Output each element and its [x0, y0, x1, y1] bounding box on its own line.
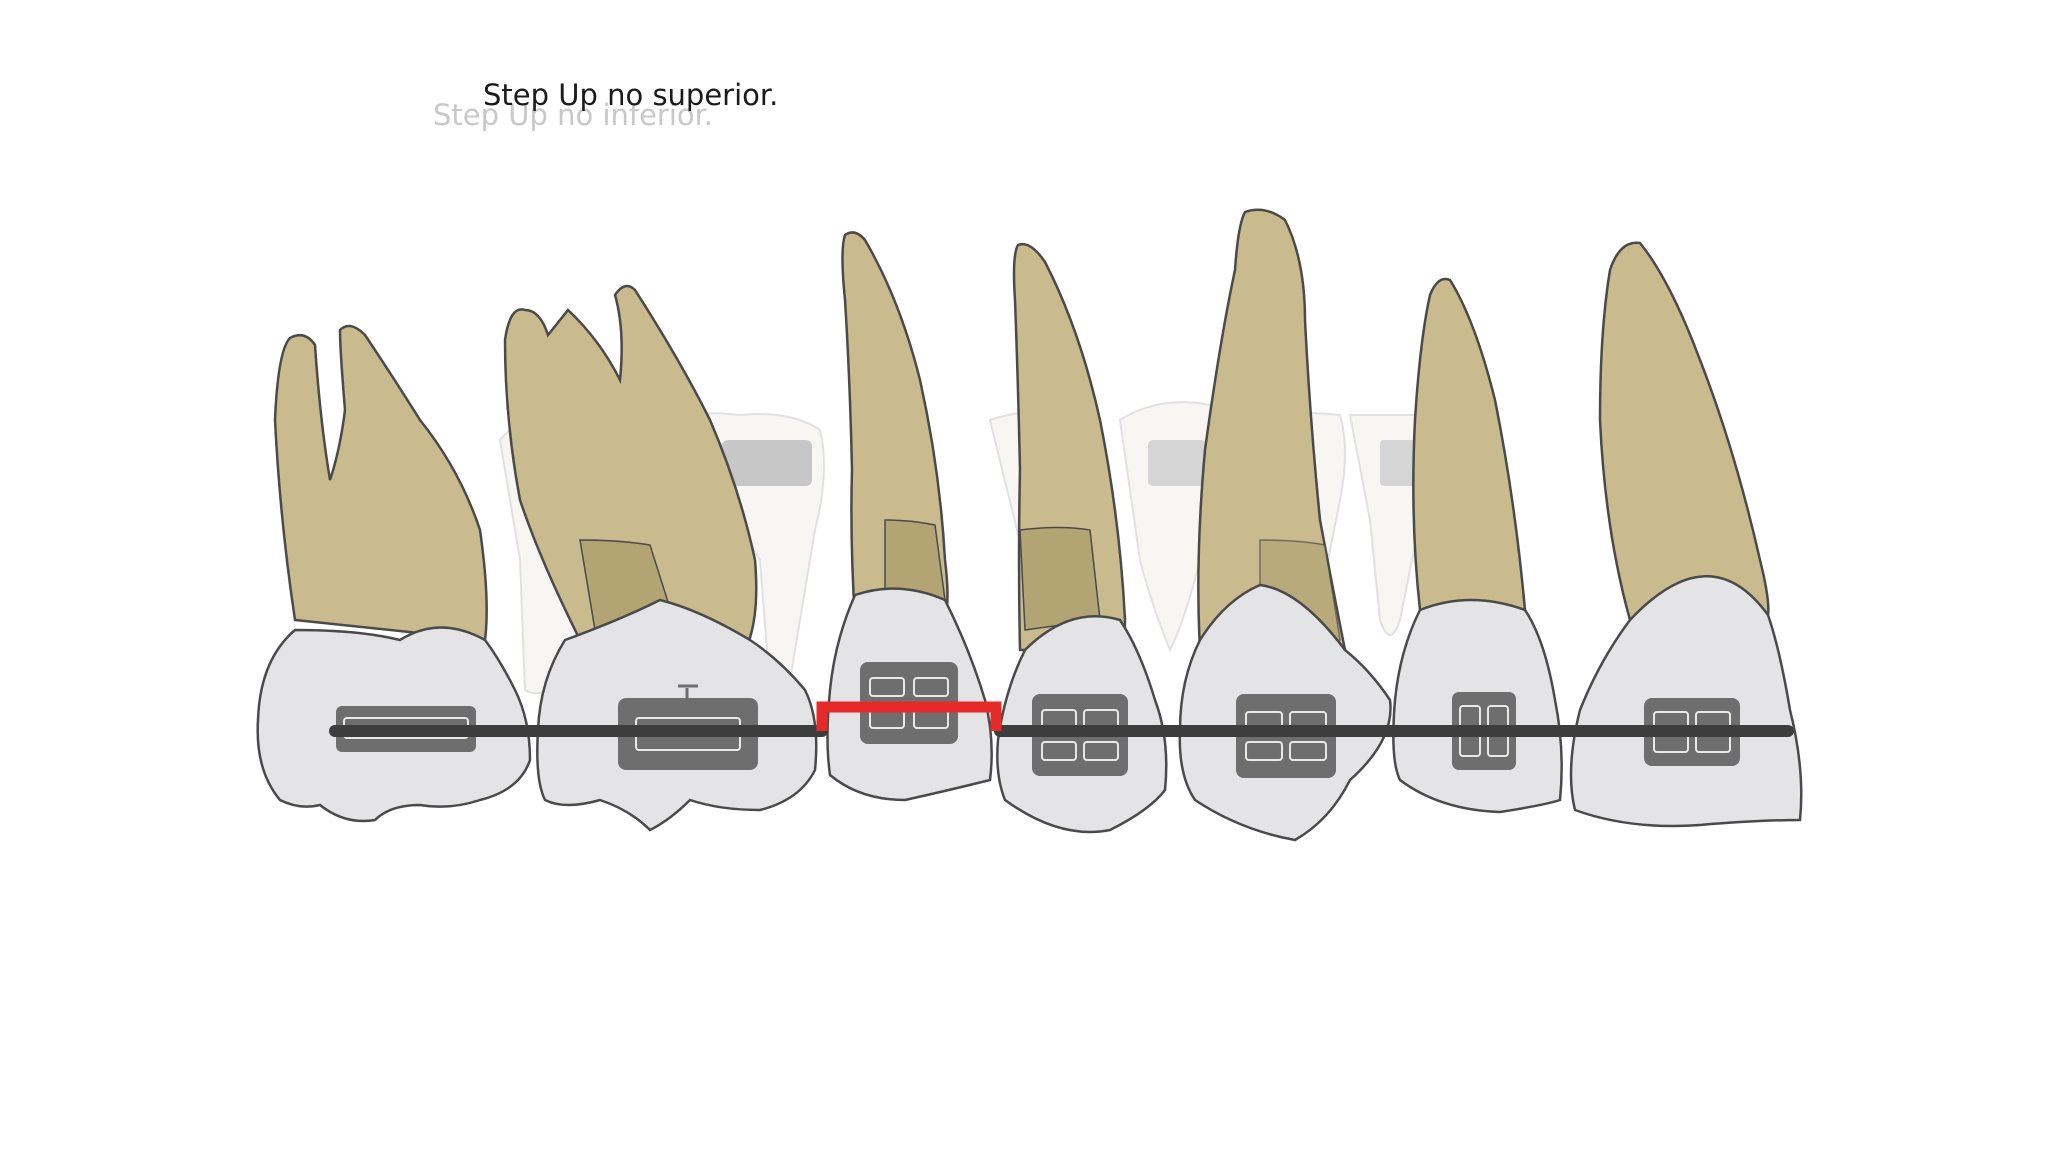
- bracket-slot-cell: [913, 677, 949, 697]
- bracket-slot-cell: [1289, 741, 1327, 761]
- bracket-slot-cell: [1245, 741, 1283, 761]
- tooth-root: [1197, 208, 1347, 652]
- step-up-bend: [816, 701, 1002, 731]
- tooth-canine: [1178, 208, 1392, 842]
- caption-inferior: Step Up no inferior.: [433, 98, 714, 132]
- tooth-root-shade: [1019, 526, 1101, 631]
- tooth-root: [1598, 241, 1770, 622]
- tooth-premolar-2: [826, 231, 993, 802]
- tooth-molar-1: [503, 284, 818, 832]
- ghost-bracket: [722, 440, 812, 486]
- caption-superior: Step Up no superior.: [483, 78, 779, 112]
- bracket-slot-cell: [1041, 741, 1077, 761]
- tooth-central-incisor: [1569, 241, 1803, 828]
- tooth-root: [273, 324, 488, 642]
- tooth-root: [1412, 277, 1527, 612]
- bracket-slot-cell: [1083, 741, 1119, 761]
- tooth-molar-2: [256, 324, 532, 823]
- ghost-bracket: [1380, 440, 1420, 486]
- tooth-root: [503, 284, 758, 652]
- archwire: [329, 701, 1794, 737]
- bracket-slot-cell: [869, 677, 905, 697]
- tooth-premolar-1: [996, 242, 1168, 834]
- ghost-bracket: [1148, 440, 1206, 486]
